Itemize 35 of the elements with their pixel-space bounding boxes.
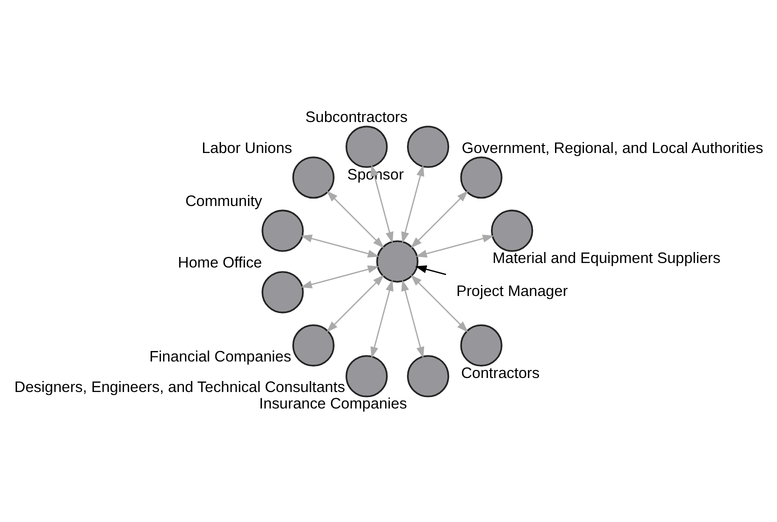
- arrow: [401, 279, 424, 358]
- node-circle: [292, 324, 335, 366]
- node-circle: [346, 354, 388, 397]
- arrow: [415, 264, 446, 275]
- node-circle: [346, 125, 388, 168]
- node-circle: [262, 209, 304, 252]
- arrow: [416, 234, 494, 258]
- node-circle: [460, 324, 502, 366]
- arrow: [370, 164, 394, 243]
- node-label: Financial Companies: [149, 348, 292, 365]
- node-label: Home Office: [178, 254, 262, 272]
- node-label: Labor Unions: [202, 139, 292, 156]
- node-circle: [407, 125, 450, 168]
- arrow: [410, 190, 468, 248]
- node-circle: [490, 209, 534, 252]
- arrow: [370, 279, 394, 358]
- node-label: Designers, Engineers, and Technical Consultants: [14, 378, 346, 396]
- node-label: Insurance Companies: [259, 395, 407, 412]
- node-label: Government, Regional, and Local Authorities: [462, 139, 764, 156]
- node-label: Contractors: [461, 364, 540, 382]
- arrow: [326, 190, 384, 248]
- arrow: [410, 274, 468, 332]
- arrow: [401, 164, 424, 243]
- node-label: Subcontractors: [305, 108, 408, 126]
- arrow: [300, 234, 380, 258]
- node-text: Project Manager: [456, 282, 568, 300]
- arrow: [300, 264, 380, 288]
- node-circle: [262, 270, 304, 313]
- node-circle: [460, 156, 502, 198]
- arrow: [326, 274, 384, 332]
- node-label: Community: [185, 192, 262, 210]
- node-circle: [376, 240, 418, 282]
- node-circle: [407, 354, 450, 397]
- node-circle: [292, 156, 335, 198]
- node-label: Material and Equipment Suppliers: [492, 250, 720, 267]
